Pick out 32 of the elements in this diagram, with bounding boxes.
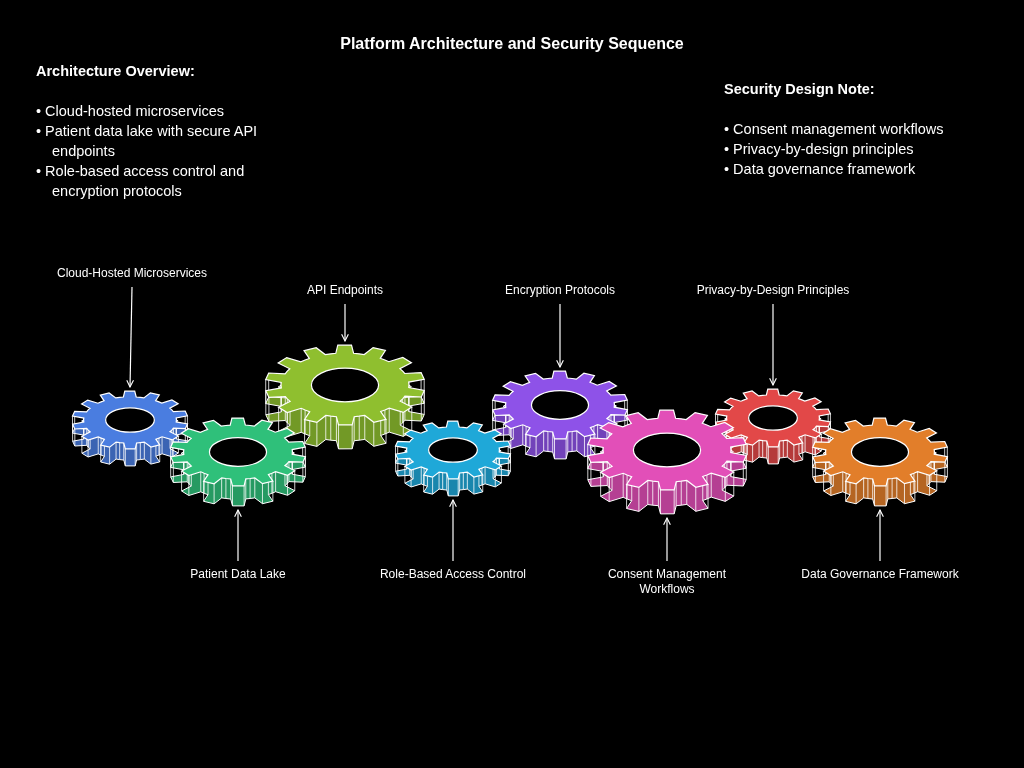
leader-arrow <box>449 499 457 562</box>
section-heading: Security Design Note: <box>724 80 875 99</box>
leader-arrow <box>234 509 242 562</box>
gear-icon <box>585 408 749 516</box>
leader-arrow <box>126 286 135 388</box>
bullet-item: • Data governance framework <box>724 160 917 179</box>
gear-label: Privacy-by-Design Principles <box>693 283 853 298</box>
gear-label: Data Governance Framework <box>800 567 960 582</box>
gear-label: Patient Data Lake <box>158 567 318 582</box>
bullet-item: • Privacy-by-design principles <box>724 140 915 159</box>
gear-icon <box>713 387 833 466</box>
leader-arrow <box>876 509 884 562</box>
leader-arrow <box>663 517 671 562</box>
leader-arrow <box>556 303 564 368</box>
bullet-item: • Cloud-hosted microservices <box>36 102 225 121</box>
diagram-title: Platform Architecture and Security Sequence <box>339 35 685 53</box>
bullet-item: • Patient data lake with secure API endpoints <box>36 122 259 161</box>
bullet-item: • Role-based access control and encryption protocols <box>36 162 246 201</box>
gear-icon <box>70 389 190 468</box>
gear-label: Consent Management Workflows <box>587 567 747 597</box>
gear-icon <box>263 343 427 451</box>
gear-label: Role-Based Access Control <box>373 567 533 582</box>
gear-label: API Endpoints <box>265 283 425 298</box>
gear-icon <box>168 416 308 508</box>
gear-icon <box>393 419 513 498</box>
gear-label: Cloud-Hosted Microservices <box>52 266 212 281</box>
gear-icon <box>810 416 950 508</box>
leader-arrow <box>769 303 777 386</box>
leader-arrow <box>341 303 349 342</box>
bullet-item: • Consent management workflows <box>724 120 945 139</box>
section-heading: Architecture Overview: <box>36 62 195 81</box>
gear-label: Encryption Protocols <box>480 283 640 298</box>
